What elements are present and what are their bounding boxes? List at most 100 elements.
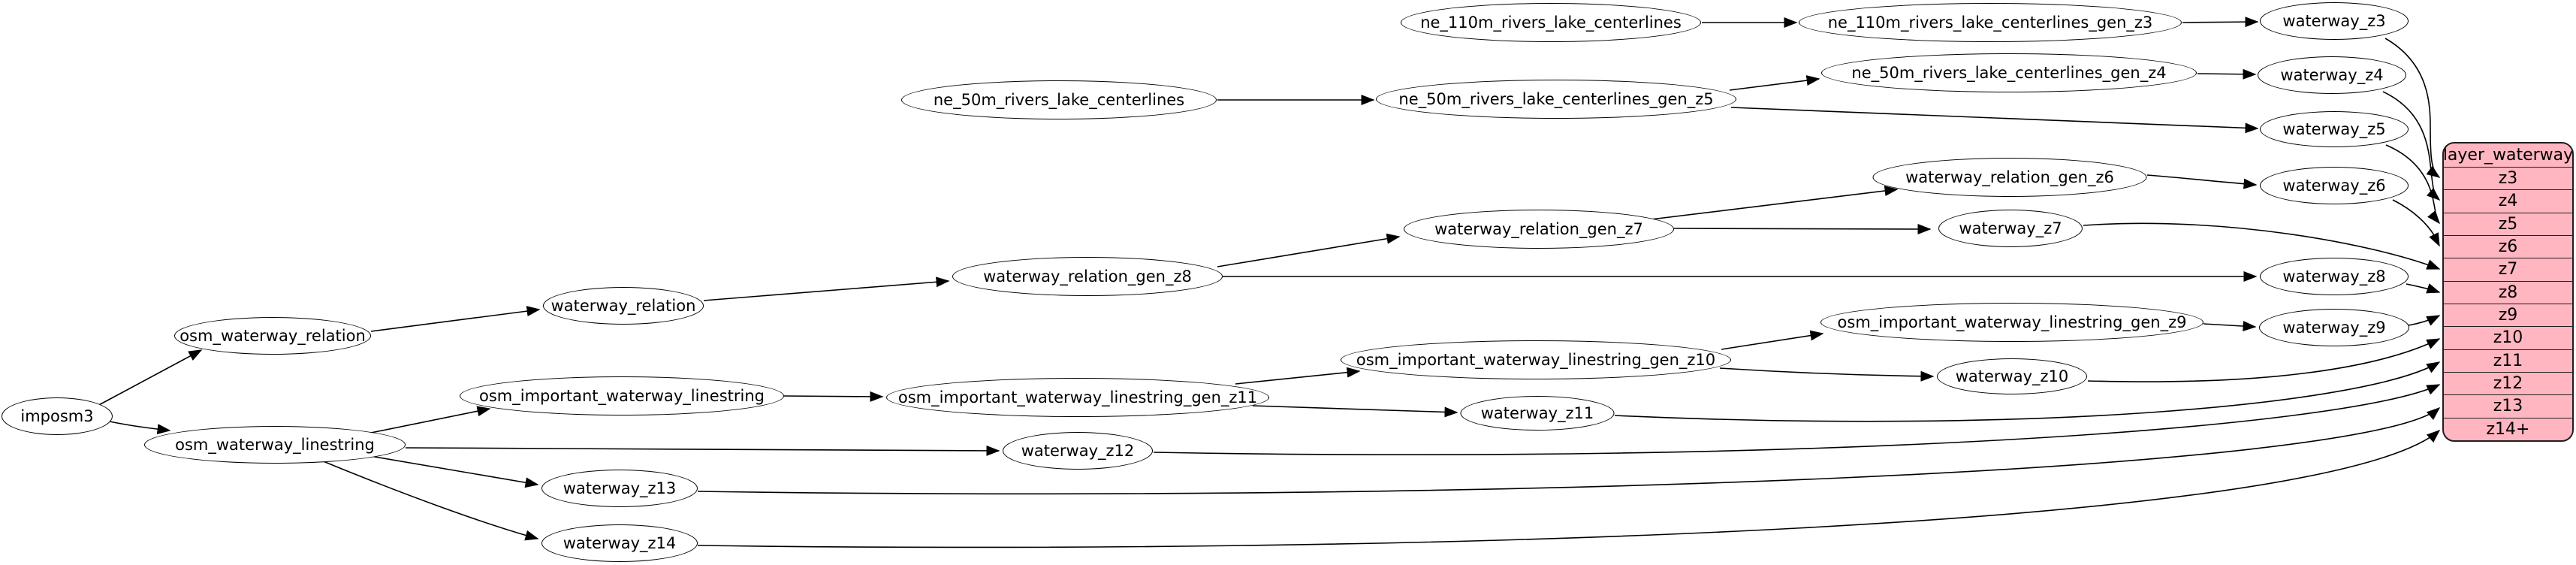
node-ne_50m_rivers_lake_centerlines_gen_z4: ne_50m_rivers_lake_centerlines_gen_z4 [1821,53,2197,92]
node-label: osm_waterway_linestring [175,436,375,454]
edge-osm_waterway_linestring-to-osm_important_waterway_linestring [363,406,491,435]
node-label: waterway_relation_gen_z6 [1905,168,2114,186]
table-row-z14+: z14+ [2444,417,2572,440]
edge-waterway_relation_gen_z8-to-waterway_relation_gen_z7 [1217,233,1401,267]
edge-waterway_relation_gen_z7-to-waterway_z7 [1673,223,1932,234]
edge-osm_important_waterway_linestring_gen_z9-to-waterway_z9 [2203,321,2257,332]
edge-waterway_relation_gen_z7-to-waterway_relation_gen_z6 [1644,186,1899,221]
node-label: imposm3 [20,407,94,425]
node-waterway_z7: waterway_z7 [1938,210,2083,247]
edge-waterway_relation-to-waterway_relation_gen_z8 [703,276,950,301]
node-ne_110m_rivers_lake_centerlines_gen_z3: ne_110m_rivers_lake_centerlines_gen_z3 [1799,3,2182,42]
edge-waterway_z10-to-layer_waterway.z10 [2087,338,2441,382]
edge-waterway_z12-to-layer_waterway.z12 [1153,384,2441,456]
edge-waterway_z6-to-layer_waterway.z6 [2392,199,2440,247]
node-waterway_z12: waterway_z12 [1003,432,1153,470]
edge-osm_waterway_linestring-to-waterway_z14 [321,460,539,541]
node-label: waterway_z5 [2282,120,2386,138]
table-row-z4: z4 [2444,189,2572,212]
node-label: ne_50m_rivers_lake_centerlines [933,91,1185,109]
edge-imposm3-to-osm_waterway_linestring [109,421,171,435]
node-waterway_relation_gen_z7: waterway_relation_gen_z7 [1404,210,1674,249]
node-label: waterway_relation_gen_z8 [983,267,1192,286]
edge-waterway_z14-to-layer_waterway.z14+ [697,430,2441,548]
node-label: ne_50m_rivers_lake_centerlines_gen_z5 [1398,90,1714,108]
node-waterway_z4: waterway_z4 [2258,56,2406,94]
node-label: waterway_z12 [1021,442,1135,460]
node-label: osm_important_waterway_linestring [479,387,765,405]
node-label: waterway_relation [550,297,696,315]
edge-osm_important_waterway_linestring_gen_z11-to-osm_important_waterway_linestring_gen_z10 [1235,367,1361,385]
node-waterway_z11: waterway_z11 [1460,396,1615,431]
edge-osm_important_waterway_linestring-to-osm_important_waterway_linestring_gen_z11 [783,391,884,402]
table-row-z9: z9 [2444,303,2572,326]
edge-osm_waterway_linestring-to-waterway_z13 [365,455,539,488]
layer-waterway-table-title: layer_waterway [2442,146,2574,165]
edge-waterway_z13-to-layer_waterway.z13 [697,407,2441,495]
table-row-z5: z5 [2444,212,2572,235]
table-row-z7: z7 [2444,258,2572,280]
node-label: waterway_z9 [2282,319,2386,337]
table-row-z11: z11 [2444,349,2572,372]
node-label: osm_important_waterway_linestring_gen_z1… [897,388,1258,406]
node-osm_waterway_linestring: osm_waterway_linestring [144,426,406,464]
node-label: ne_110m_rivers_lake_centerlines_gen_z3 [1827,14,2153,32]
node-label: waterway_z14 [563,534,677,552]
node-waterway_z3: waterway_z3 [2260,2,2409,40]
node-label: waterway_z8 [2282,267,2386,286]
node-label: waterway_z4 [2280,66,2384,84]
node-label: waterway_z11 [1480,404,1594,422]
node-waterway_relation_gen_z8: waterway_relation_gen_z8 [952,257,1223,296]
node-waterway_z10: waterway_z10 [1937,358,2087,394]
node-label: ne_110m_rivers_lake_centerlines [1420,14,1682,32]
edge-ne_50m_rivers_lake_centerlines_gen_z5-to-ne_50m_rivers_lake_centerlines_gen_z4 [1729,75,1820,91]
edge-osm_waterway_relation-to-waterway_relation [370,306,541,332]
node-osm_important_waterway_linestring: osm_important_waterway_linestring [460,376,784,415]
node-waterway_z14: waterway_z14 [541,524,698,562]
node-label: waterway_z7 [1959,219,2062,237]
edge-waterway_z4-to-layer_waterway.z4 [2382,91,2441,201]
edge-waterway_z3-to-layer_waterway.z3 [2384,38,2441,178]
edge-waterway_z8-to-layer_waterway.z8 [2406,283,2441,294]
node-waterway_z6: waterway_z6 [2260,167,2409,204]
edge-ne_50m_rivers_lake_centerlines_gen_z5-to-waterway_z5 [1730,107,2259,134]
node-label: waterway_z13 [563,479,677,497]
node-osm_waterway_relation: osm_waterway_relation [174,317,371,355]
node-osm_important_waterway_linestring_gen_z9: osm_important_waterway_linestring_gen_z9 [1820,303,2203,342]
node-waterway_z13: waterway_z13 [541,470,698,507]
node-waterway_z9: waterway_z9 [2259,309,2409,346]
table-row-z13: z13 [2444,394,2572,417]
table-row-z6: z6 [2444,234,2572,258]
node-label: osm_waterway_relation [179,327,366,345]
node-waterway_z5: waterway_z5 [2260,111,2409,147]
edge-waterway_z9-to-layer_waterway.z9 [2408,315,2441,326]
table-row-z10: z10 [2444,326,2572,349]
node-ne_110m_rivers_lake_centerlines: ne_110m_rivers_lake_centerlines [1401,3,1701,42]
edge-waterway_z11-to-layer_waterway.z11 [1614,361,2441,422]
node-label: osm_important_waterway_linestring_gen_z1… [1356,351,1716,369]
edge-osm_waterway_linestring-to-waterway_z12 [405,445,1000,456]
node-label: waterway_z3 [2282,12,2386,30]
node-label: ne_50m_rivers_lake_centerlines_gen_z4 [1851,64,2167,82]
edge-imposm3-to-osm_waterway_relation [95,349,203,407]
edge-waterway_z7-to-layer_waterway.z7 [2083,222,2441,270]
table-row-z3: z3 [2444,167,2572,189]
edge-waterway_relation_gen_z6-to-waterway_z6 [2146,174,2258,189]
node-waterway_relation: waterway_relation [543,287,704,325]
edge-osm_important_waterway_linestring_gen_z10-to-waterway_z10 [1719,367,1935,382]
node-label: waterway_relation_gen_z7 [1434,220,1643,238]
node-ne_50m_rivers_lake_centerlines: ne_50m_rivers_lake_centerlines [901,80,1217,119]
node-waterway_relation_gen_z6: waterway_relation_gen_z6 [1872,158,2147,197]
table-row-z8: z8 [2444,280,2572,304]
table-row-z12: z12 [2444,371,2572,394]
node-label: osm_important_waterway_linestring_gen_z9 [1837,313,2187,331]
node-osm_important_waterway_linestring_gen_z11: osm_important_waterway_linestring_gen_z1… [886,378,1269,417]
edge-ne_110m_rivers_lake_centerlines_gen_z3-to-waterway_z3 [2182,17,2259,28]
node-label: waterway_z6 [2282,177,2386,195]
edge-osm_important_waterway_linestring_gen_z11-to-waterway_z11 [1252,405,1458,418]
node-waterway_z8: waterway_z8 [2260,258,2409,295]
